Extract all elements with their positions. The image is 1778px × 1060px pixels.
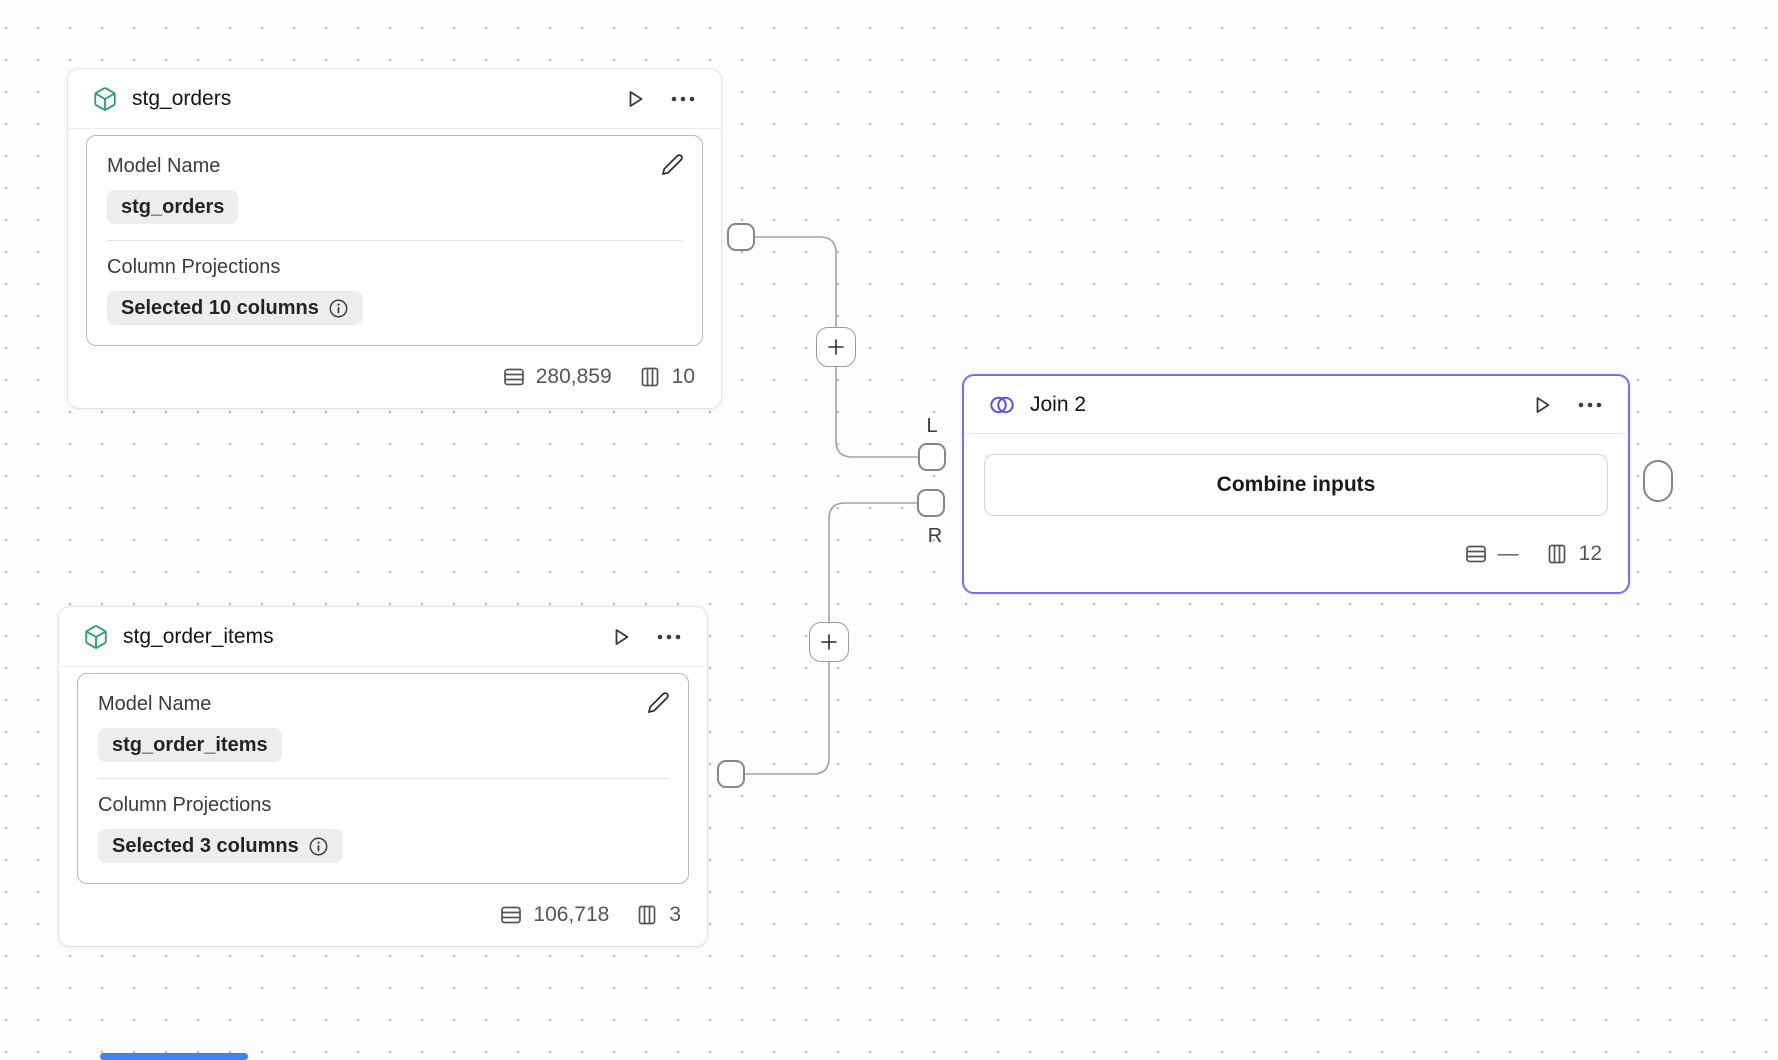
model-name-pill[interactable]: stg_orders xyxy=(107,190,239,224)
join-right-input-port[interactable] xyxy=(917,489,945,517)
node-menu-button[interactable] xyxy=(1576,391,1604,419)
right-port-label: R xyxy=(927,525,943,547)
node-stg-order-items[interactable]: stg_order_items xyxy=(58,606,708,947)
edit-button[interactable] xyxy=(658,150,686,178)
row-count-value: 106,718 xyxy=(533,903,610,926)
column-count-value: 12 xyxy=(1578,542,1602,565)
info-icon[interactable] xyxy=(328,298,349,319)
columns-icon xyxy=(635,903,659,927)
node-header: Join 2 xyxy=(964,376,1628,434)
node-config-card: Model Name stg_order_items Column Projec… xyxy=(77,673,689,884)
column-count-value: 10 xyxy=(671,365,695,388)
columns-icon xyxy=(1545,542,1569,566)
horizontal-scrollbar-thumb[interactable] xyxy=(100,1053,248,1060)
model-name-pill[interactable]: stg_order_items xyxy=(98,728,282,762)
play-icon xyxy=(623,87,647,111)
column-projections-pill[interactable]: Selected 3 columns xyxy=(98,829,343,863)
column-count-value: 3 xyxy=(669,903,681,926)
node-config-card: Model Name stg_orders Column Projections… xyxy=(86,135,703,346)
ellipsis-icon xyxy=(670,87,696,111)
add-node-button[interactable] xyxy=(816,327,856,367)
ellipsis-icon xyxy=(656,625,682,649)
join-left-input-port[interactable] xyxy=(918,443,946,471)
pencil-icon xyxy=(661,153,684,176)
node-header: stg_order_items xyxy=(59,607,707,667)
run-node-button[interactable] xyxy=(607,623,635,651)
node-footer: 106,718 3 xyxy=(59,884,707,946)
row-count-value: — xyxy=(1497,542,1519,565)
column-count-stat: 3 xyxy=(635,903,681,927)
rows-icon xyxy=(502,365,526,389)
run-node-button[interactable] xyxy=(621,85,649,113)
row-count-value: 280,859 xyxy=(535,365,612,388)
cube-icon xyxy=(92,86,118,112)
play-icon xyxy=(1530,393,1554,417)
node-stg-orders[interactable]: stg_orders xyxy=(67,68,722,409)
card-divider xyxy=(107,240,682,241)
node-footer: — 12 xyxy=(964,516,1628,592)
node-title: Join 2 xyxy=(1030,392,1087,416)
combine-inputs-button[interactable]: Combine inputs xyxy=(984,454,1608,516)
stg-order-items-output-port[interactable] xyxy=(717,760,745,788)
field-label: Column Projections xyxy=(98,794,272,816)
stg-orders-output-port[interactable] xyxy=(727,223,755,251)
rows-icon xyxy=(499,903,523,927)
join-icon xyxy=(988,393,1016,417)
add-node-button[interactable] xyxy=(809,622,849,662)
row-count-stat: 106,718 xyxy=(499,903,609,927)
column-count-stat: 12 xyxy=(1545,542,1602,566)
info-icon[interactable] xyxy=(308,836,329,857)
join-output-port[interactable] xyxy=(1643,460,1673,502)
row-count-stat: — xyxy=(1464,542,1519,566)
rows-icon xyxy=(1464,542,1488,566)
node-join-2[interactable]: Join 2 Combine xyxy=(962,374,1630,594)
node-title: stg_order_items xyxy=(123,624,274,648)
column-projections-pill[interactable]: Selected 10 columns xyxy=(107,291,363,325)
card-divider xyxy=(98,778,668,779)
node-menu-button[interactable] xyxy=(655,623,683,651)
left-port-label: L xyxy=(926,415,938,437)
play-icon xyxy=(609,625,633,649)
ellipsis-icon xyxy=(1577,393,1603,417)
node-menu-button[interactable] xyxy=(669,85,697,113)
pencil-icon xyxy=(647,691,670,714)
field-label: Model Name xyxy=(98,693,212,715)
plus-icon xyxy=(819,632,839,652)
columns-icon xyxy=(638,365,662,389)
field-label: Model Name xyxy=(107,155,221,177)
edit-button[interactable] xyxy=(644,688,672,716)
cube-icon xyxy=(83,624,109,650)
row-count-stat: 280,859 xyxy=(502,365,612,389)
node-header: stg_orders xyxy=(68,69,721,129)
plus-icon xyxy=(826,337,846,357)
column-count-stat: 10 xyxy=(638,365,695,389)
run-node-button[interactable] xyxy=(1528,391,1556,419)
node-footer: 280,859 10 xyxy=(68,346,721,408)
field-label: Column Projections xyxy=(107,256,281,278)
node-title: stg_orders xyxy=(132,86,232,110)
